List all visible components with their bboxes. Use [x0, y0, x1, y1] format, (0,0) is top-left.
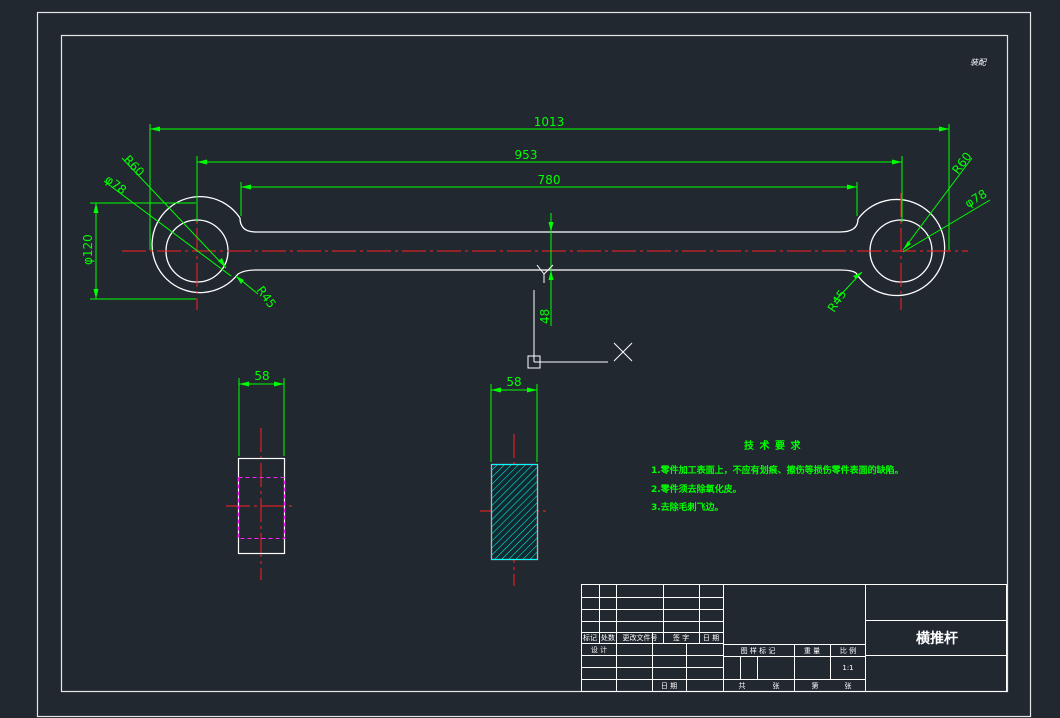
- ucs-y-label-stroke: [536, 264, 545, 275]
- title-block: [581, 584, 1007, 692]
- side-view-1: [237, 457, 286, 555]
- header-change-doc: 更改文件号: [623, 633, 658, 642]
- arrow: [197, 159, 207, 165]
- header-count: 处数: [601, 633, 615, 642]
- header-mark: 标记: [583, 633, 597, 642]
- arrow: [847, 184, 857, 190]
- arrow: [241, 184, 251, 190]
- arrow: [93, 289, 99, 299]
- notes-title: 技 术 要 求: [744, 439, 801, 452]
- technical-notes: 技 术 要 求 1.零件加工表面上，不应有划痕、擦伤等损伤零件表面的缺陷。 2.…: [651, 439, 904, 513]
- dim-text-view2: 58: [506, 375, 521, 389]
- ucs-y-label-stroke: [543, 264, 554, 275]
- title-block-texts: 标记 处数 更改文件号 签 字 日 期 设 计 日 期 图 样 标 记 重 量 …: [583, 630, 958, 690]
- dim-text-shank-height: 48: [538, 309, 552, 324]
- dim-text-center-distance: 953: [515, 148, 538, 162]
- leader-left-phi78: [103, 180, 232, 277]
- scale-value: 1:1: [842, 664, 853, 672]
- arrowheads: [93, 126, 949, 393]
- sheet-border: [36, 11, 1032, 718]
- corner-mark: 装配: [970, 58, 988, 67]
- part-name: 横推杆: [916, 630, 958, 647]
- arrow: [853, 272, 862, 279]
- arrow: [236, 276, 244, 284]
- arrow: [548, 222, 554, 232]
- leader-left-r60: [121, 157, 227, 269]
- view2-section-hatch: [491, 464, 538, 560]
- arrow: [892, 159, 902, 165]
- row-design-label: 设 计: [591, 645, 607, 654]
- arrow: [274, 381, 284, 387]
- drawing-frame: [60, 34, 1009, 693]
- sheets-label: 共: [739, 681, 746, 690]
- page-unit: 张: [845, 681, 852, 690]
- leader-right-r60: [902, 157, 973, 251]
- ucs-origin-box: [527, 355, 541, 369]
- arrow: [548, 270, 554, 280]
- header-signature: 签 字: [673, 633, 689, 642]
- arrow: [150, 126, 160, 132]
- arrow: [939, 126, 949, 132]
- left-boss-outline: [151, 195, 241, 294]
- sheets-unit: 张: [773, 681, 780, 690]
- ucs-x-label-stroke: [613, 342, 633, 362]
- section-view-2: [490, 463, 539, 561]
- dim-text-shank: 780: [538, 173, 561, 187]
- mid-header-sample-mark: 图 样 标 记: [741, 646, 776, 655]
- dim-text-left-phi120: φ120: [81, 234, 95, 265]
- view1-hidden-hole: [238, 477, 285, 539]
- arrow: [218, 258, 226, 268]
- right-boss-outline: [855, 198, 946, 297]
- mid-header-weight: 重 量: [804, 647, 820, 655]
- arrow: [527, 387, 537, 393]
- row-date-label: 日 期: [661, 682, 677, 690]
- note-item-1: 1.零件加工表面上，不应有划痕、擦伤等损伤零件表面的缺陷。: [651, 464, 904, 476]
- dim-text-view1: 58: [254, 369, 269, 383]
- note-item-2: 2.零件须去除氧化皮。: [651, 483, 742, 495]
- ucs-icon: [527, 264, 633, 369]
- shank-top-edge: [239, 217, 859, 233]
- page-label: 第: [812, 681, 819, 690]
- header-date: 日 期: [703, 634, 719, 642]
- dim-text-overall: 1013: [534, 115, 565, 129]
- note-item-3: 3.去除毛刺飞边。: [651, 501, 724, 513]
- leader-right-phi78: [902, 199, 991, 253]
- arrow: [491, 387, 501, 393]
- arrow: [239, 381, 249, 387]
- mid-header-scale: 比 例: [840, 646, 856, 655]
- arrow: [903, 241, 911, 250]
- arrow: [93, 203, 99, 213]
